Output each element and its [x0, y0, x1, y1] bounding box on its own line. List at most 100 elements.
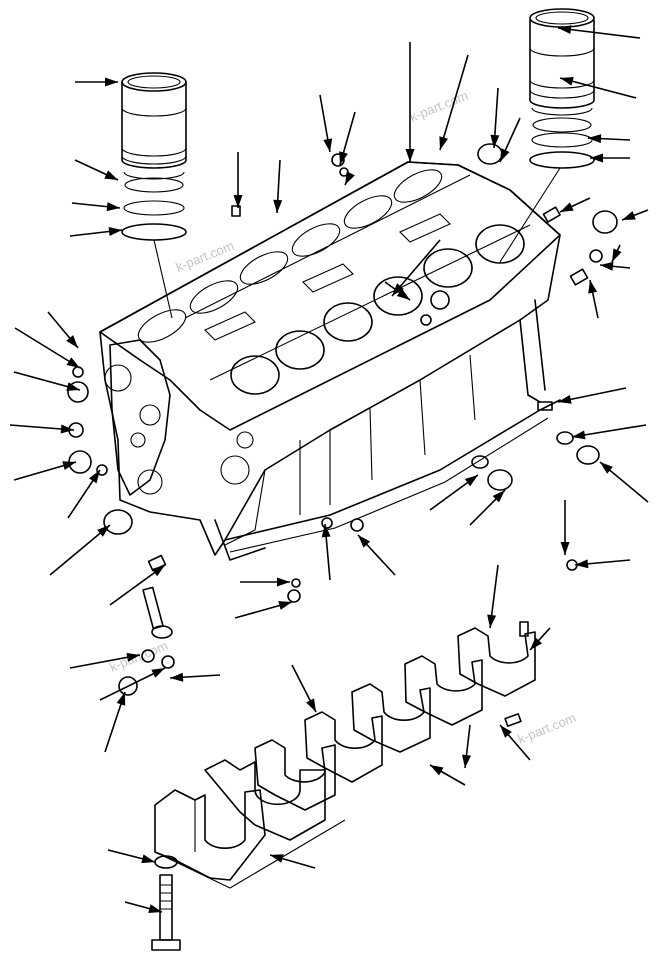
watermark: k-part.com — [516, 710, 579, 747]
callout-arrowhead — [126, 652, 140, 662]
callout-arrowhead — [151, 565, 165, 577]
callout-arrowhead — [405, 149, 415, 162]
watermark: k-part.com — [174, 238, 237, 275]
callout-arrowhead — [60, 424, 74, 434]
main-bearing-cap-6 — [404, 655, 483, 726]
callout-arrowhead — [66, 382, 80, 391]
callout-arrows — [9, 25, 649, 913]
callout-arrowhead — [66, 357, 80, 368]
callout-arrowhead — [97, 525, 110, 537]
callout-arrowhead — [89, 470, 100, 484]
callout-arrowhead — [339, 151, 348, 165]
callout-arrowhead — [588, 280, 598, 294]
callout-arrowhead — [105, 77, 118, 87]
cap-seal-front-1 — [67, 381, 89, 403]
bolt-head — [291, 578, 301, 588]
callout-arrowhead — [462, 754, 471, 768]
plug-fitting — [161, 655, 175, 669]
main-cap-bolt — [151, 874, 181, 951]
main-bearing-cap-4 — [304, 711, 383, 783]
callout-arrowhead — [560, 542, 570, 555]
large-cup-plug — [103, 509, 133, 535]
callout-arrowhead — [572, 430, 586, 440]
side-plug — [576, 445, 600, 465]
watermark: k-part.com — [408, 88, 471, 125]
callout-leader-line — [49, 524, 111, 576]
engine-block — [99, 161, 561, 561]
pin-top — [231, 205, 241, 217]
sensor-plug — [287, 589, 301, 603]
main-bearing-cap-7 — [457, 627, 536, 697]
callout-arrowhead — [106, 202, 120, 212]
cylinder-liner-left — [121, 72, 187, 319]
callout-arrowhead — [116, 692, 126, 706]
gasket-ring — [141, 649, 155, 663]
callout-arrowhead — [392, 283, 404, 296]
rear-plug — [592, 210, 618, 234]
callout-arrowhead — [558, 25, 572, 35]
callout-arrowhead — [323, 138, 333, 152]
main-bearing-cap-5 — [351, 683, 431, 753]
callout-arrowhead — [588, 134, 602, 144]
callout-arrowhead — [62, 461, 76, 470]
callout-arrowhead — [600, 462, 613, 474]
callout-arrowhead — [612, 248, 622, 262]
side-pin — [537, 401, 553, 411]
pan-plug-small — [321, 517, 333, 529]
callout-arrowhead — [464, 475, 478, 487]
callout-arrowhead — [148, 904, 162, 913]
rear-small-plug — [589, 249, 603, 263]
cap-rear-bearing — [477, 143, 503, 165]
callout-arrowhead — [66, 335, 78, 348]
callout-arrowhead — [321, 524, 331, 538]
callout-arrowhead — [560, 202, 574, 212]
ball-plug — [430, 290, 450, 310]
callout-arrowhead — [170, 672, 184, 682]
callout-arrowhead — [430, 765, 444, 776]
callout-arrowhead — [500, 148, 510, 162]
dowel-pin — [519, 621, 529, 637]
callout-arrowhead — [560, 76, 574, 86]
main-bearing-cap-3 — [254, 739, 336, 811]
cap-seal-front-5 — [96, 464, 108, 476]
callout-arrowhead — [141, 854, 155, 864]
callout-arrowhead — [490, 134, 500, 148]
callout-arrowhead — [396, 288, 410, 300]
callout-arrowhead — [358, 535, 371, 548]
callout-arrowhead — [558, 394, 572, 404]
callout-arrowhead — [278, 601, 292, 610]
callout-arrowhead — [277, 577, 290, 587]
callout-arrowhead — [233, 195, 243, 208]
pan-plug — [350, 518, 364, 532]
callout-arrowhead — [345, 171, 355, 185]
callout-arrowhead — [600, 261, 614, 271]
callout-arrowhead — [530, 637, 543, 650]
callout-leader-line — [439, 54, 469, 151]
cap-seal-front-4 — [72, 366, 84, 378]
callout-arrowhead — [306, 698, 316, 712]
callout-arrowhead — [487, 614, 497, 628]
main-bearing-cap-2 — [204, 759, 326, 841]
callout-leader-line — [557, 27, 641, 39]
ball-plug-small — [420, 314, 432, 326]
callout-leader-line — [559, 77, 637, 99]
pipe-fitting — [151, 625, 173, 639]
rear-sleeve — [542, 206, 561, 223]
callout-arrowhead — [575, 559, 589, 569]
cap-group-bracket — [154, 819, 346, 889]
oil-pipe — [142, 586, 164, 630]
callout-arrowhead — [273, 199, 283, 213]
small-plug-top — [331, 153, 345, 167]
oil-gallery-plug — [487, 469, 513, 491]
main-bearing-cap-1 — [154, 789, 266, 881]
oil-gallery-seal — [471, 455, 489, 469]
cylinder-liner-right — [499, 8, 595, 263]
callout-arrowhead — [492, 490, 505, 503]
drain-plug — [118, 676, 138, 696]
side-plug-seal — [556, 431, 574, 445]
rear-pin — [569, 268, 589, 286]
callout-arrowhead — [439, 136, 448, 150]
callout-arrowhead — [270, 854, 284, 863]
callout-arrowhead — [590, 153, 603, 163]
